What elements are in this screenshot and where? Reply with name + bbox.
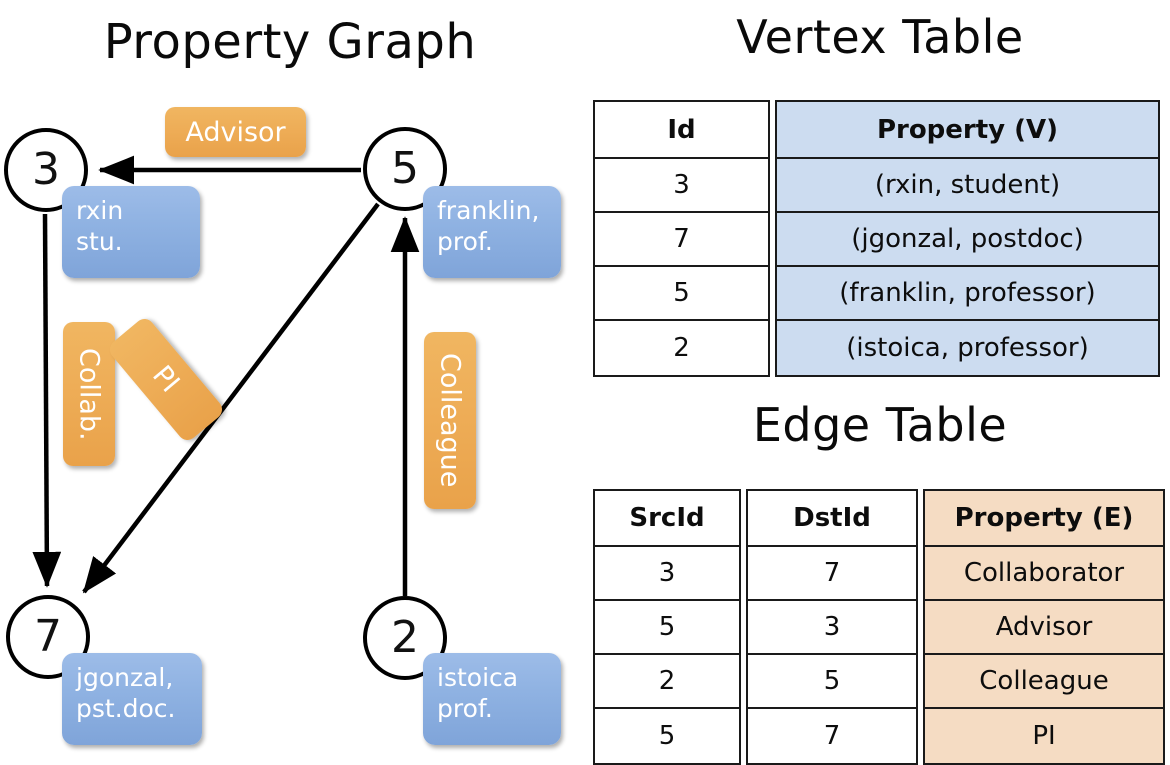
vertex-table-cell-property: (jgonzal, postdoc) bbox=[777, 213, 1158, 267]
edge-label-advisor-text: Advisor bbox=[185, 116, 286, 148]
edge-table-column-srcid: SrcId 3 5 2 5 bbox=[593, 489, 741, 765]
edge-table-cell-srcid: 2 bbox=[595, 655, 739, 709]
node-property-jgonzal-line1: jgonzal, bbox=[76, 663, 174, 692]
edge-table-header-srcid: SrcId bbox=[595, 491, 739, 547]
edge-table-cell-srcid: 5 bbox=[658, 721, 676, 751]
vertex-table-header-property: Property (V) bbox=[777, 102, 1158, 159]
edge-table-cell-dstid: 7 bbox=[823, 721, 841, 751]
edge-table-header-property: Property (E) bbox=[925, 491, 1163, 547]
graph-node-7-label: 7 bbox=[34, 611, 62, 662]
edge-label-colleague: Colleague bbox=[424, 332, 476, 509]
page-title-vertex-table: Vertex Table bbox=[736, 10, 1024, 64]
page-title-edge-table: Edge Table bbox=[752, 398, 1008, 452]
edge-table-cell-dstid: 3 bbox=[748, 601, 916, 655]
edge-table-cell-srcid: 5 bbox=[595, 601, 739, 655]
edge-label-collab-text: Collab. bbox=[73, 347, 105, 441]
edge-table-cell-property: PI bbox=[1032, 721, 1056, 751]
vertex-table-cell-property: (franklin, professor) bbox=[777, 267, 1158, 321]
vertex-table-cell-id: 7 bbox=[595, 213, 768, 267]
edge-table-cell-srcid: 3 bbox=[595, 547, 739, 601]
edge-table-cell-dstid: 5 bbox=[748, 655, 916, 709]
node-property-rxin-line2: stu. bbox=[76, 227, 123, 257]
edge-arrow-pi bbox=[82, 202, 380, 594]
edge-label-collab: Collab. bbox=[63, 322, 115, 466]
graph-node-2[interactable]: 2 bbox=[363, 596, 447, 680]
node-property-franklin-line1: franklin, bbox=[437, 196, 540, 225]
node-property-istoica-line1: istoica bbox=[437, 663, 519, 692]
node-property-istoica-line2: prof. bbox=[437, 694, 493, 724]
node-property-box-jgonzal: jgonzal, pst.doc. bbox=[62, 653, 202, 745]
graph-node-5[interactable]: 5 bbox=[363, 127, 447, 211]
edge-table-header-dstid: DstId bbox=[748, 491, 916, 547]
edge-table-cell-property: Colleague bbox=[925, 655, 1163, 709]
page-title-property-graph: Property Graph bbox=[103, 14, 477, 70]
edge-table-column-property: Property (E) Collaborator Advisor Collea… bbox=[923, 489, 1165, 765]
property-graph-diagram: Advisor Collab. PI Colleague 3 5 7 2 rxi… bbox=[0, 0, 585, 760]
graph-node-5-label: 5 bbox=[391, 143, 419, 194]
vertex-table-cell-property: (rxin, student) bbox=[777, 159, 1158, 213]
graph-node-3-label: 3 bbox=[32, 144, 60, 195]
node-property-jgonzal-line2: pst.doc. bbox=[76, 694, 176, 724]
vertex-table-cell-id: 5 bbox=[595, 267, 768, 321]
edge-table-cell-property: Collaborator bbox=[925, 547, 1163, 601]
vertex-table-cell-id: 2 bbox=[673, 333, 690, 363]
edge-label-colleague-text: Colleague bbox=[434, 353, 466, 488]
vertex-table-cell-id: 3 bbox=[595, 159, 768, 213]
vertex-table: Id 3 7 5 2 Property (V) (rxin, student) … bbox=[593, 100, 1160, 377]
graph-node-2-label: 2 bbox=[391, 612, 419, 663]
edge-table-cell-property: Advisor bbox=[925, 601, 1163, 655]
edge-arrow-collab bbox=[32, 213, 62, 588]
node-property-franklin-line2: prof. bbox=[437, 227, 493, 257]
edge-label-advisor: Advisor bbox=[165, 107, 306, 157]
graph-edge-arrows bbox=[32, 155, 420, 596]
node-property-box-rxin: rxin stu. bbox=[62, 186, 200, 278]
vertex-table-cell-property: (istoica, professor) bbox=[846, 333, 1089, 363]
vertex-table-column-property: Property (V) (rxin, student) (jgonzal, p… bbox=[775, 100, 1160, 377]
edge-table-column-dstid: DstId 7 3 5 7 bbox=[746, 489, 918, 765]
edge-table-cell-dstid: 7 bbox=[748, 547, 916, 601]
node-property-box-franklin: franklin, prof. bbox=[423, 186, 561, 278]
vertex-table-header-id: Id bbox=[595, 102, 768, 159]
edge-table: SrcId 3 5 2 5 DstId 7 3 5 7 Property (E)… bbox=[593, 489, 1165, 765]
node-property-rxin-line1: rxin bbox=[76, 196, 124, 225]
vertex-table-column-id: Id 3 7 5 2 bbox=[593, 100, 770, 377]
node-property-box-istoica: istoica prof. bbox=[423, 653, 561, 745]
